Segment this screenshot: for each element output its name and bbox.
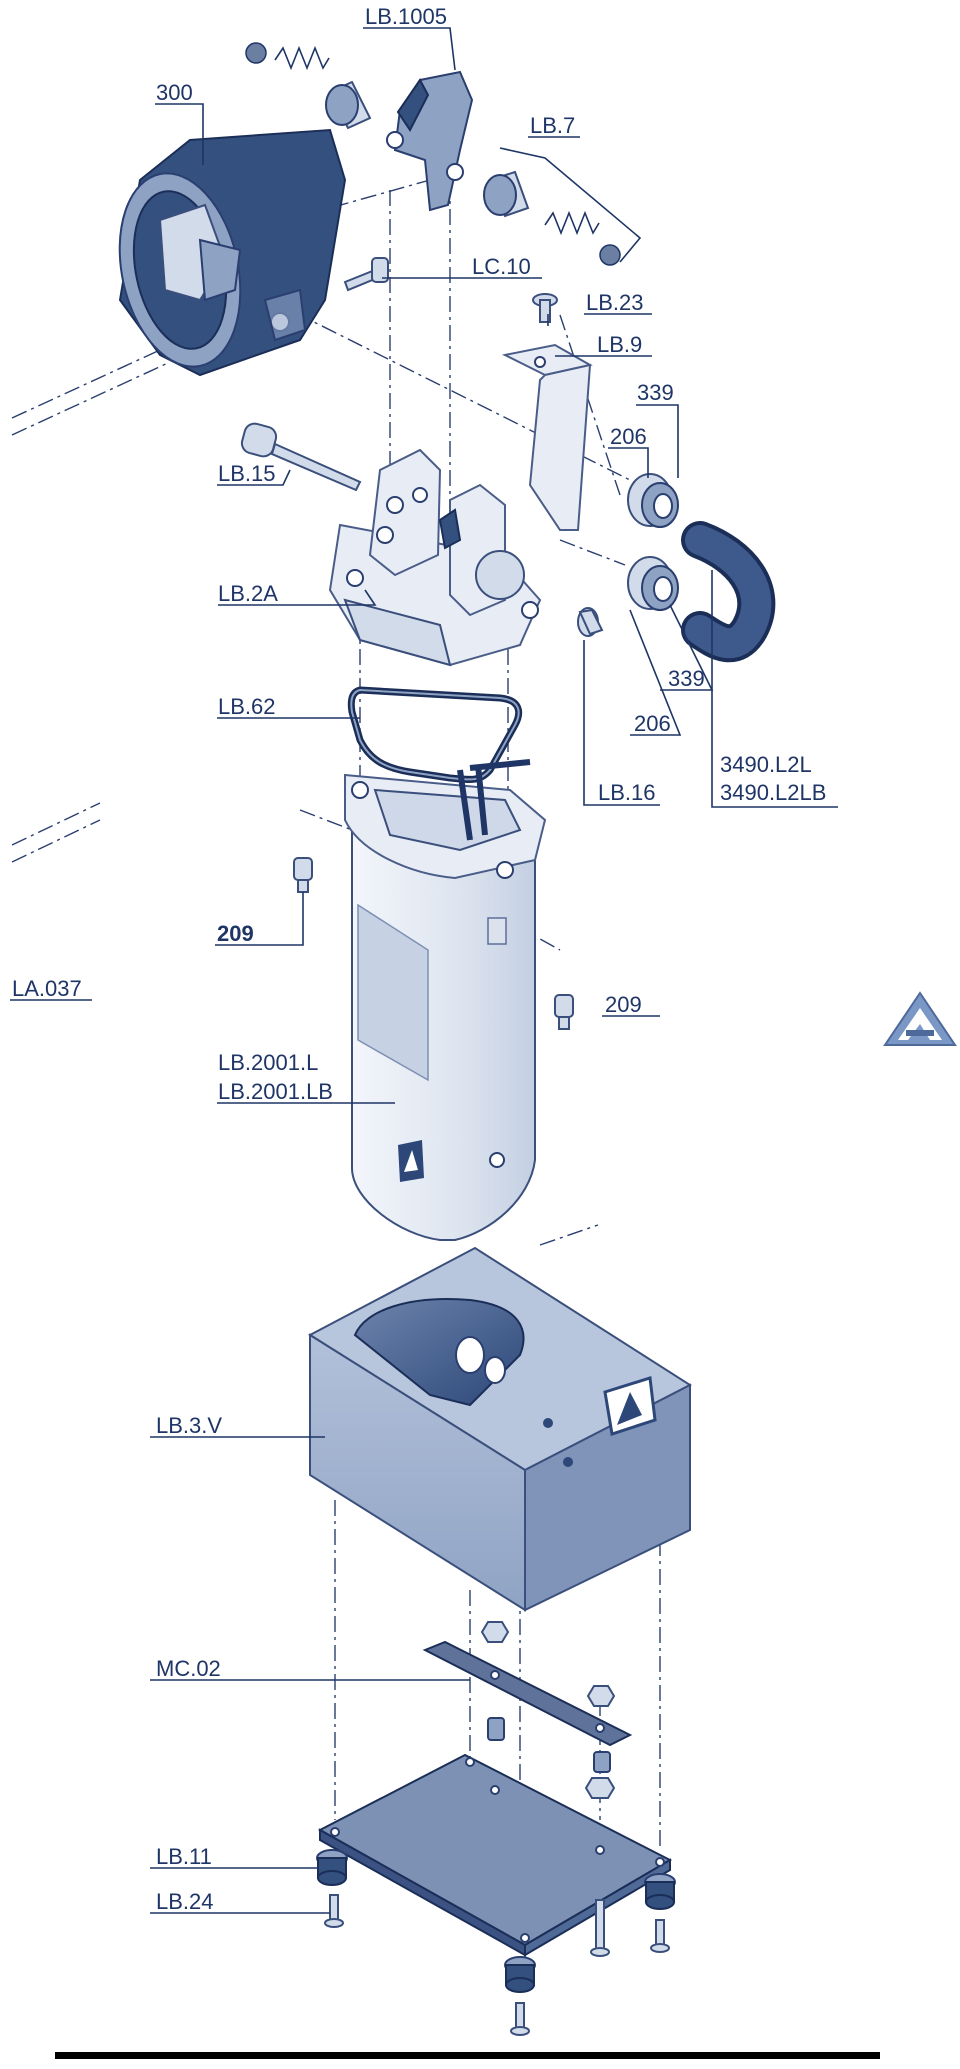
label-lb11: LB.11 — [156, 1844, 212, 1869]
part-lb24-screws — [324, 1894, 670, 2036]
label-lb1005: LB.1005 — [365, 4, 447, 29]
label-lb2a: LB.2A — [218, 581, 278, 606]
part-lb7-spring-assembly — [245, 42, 642, 266]
label-lb24: LB.24 — [156, 1889, 214, 1914]
label-lb2001lb: LB.2001.LB — [218, 1079, 333, 1104]
label-lb3v: LB.3.V — [156, 1413, 222, 1438]
label-300: 300 — [156, 80, 193, 105]
label-3490-l2lb: 3490.L2LB — [720, 780, 826, 805]
label-lb15: LB.15 — [218, 461, 276, 486]
part-lb9-bracket — [501, 343, 593, 531]
part-lb2001-tank — [344, 759, 547, 1241]
label-339-top: 339 — [637, 380, 674, 405]
label-lb62: LB.62 — [218, 694, 276, 719]
label-206-top: 206 — [610, 424, 647, 449]
label-lb9: LB.9 — [597, 332, 642, 357]
part-base-plate — [317, 1753, 673, 1957]
callout-labels: LB.1005 300 LB.7 LC.10 LB.23 LB.9 339 20… — [12, 4, 826, 1914]
part-lb1005-arm — [386, 70, 474, 212]
part-lb62-gasket — [347, 686, 523, 784]
part-300-housing — [118, 128, 347, 377]
label-lb23: LB.23 — [586, 290, 644, 315]
label-209-right: 209 — [605, 992, 642, 1017]
tank-logo-icon — [398, 1140, 424, 1182]
label-209-left: 209 — [217, 921, 254, 946]
brand-logo-icon — [883, 991, 957, 1046]
part-lb15-pin — [240, 422, 362, 492]
bottom-rule — [55, 2052, 880, 2059]
part-206-339-fittings — [627, 473, 679, 611]
label-mc02: MC.02 — [156, 1656, 221, 1681]
label-la037: LA.037 — [12, 976, 82, 1001]
label-339-bottom: 339 — [668, 666, 705, 691]
part-3490-tube — [681, 521, 776, 663]
label-lb2001l: LB.2001.L — [218, 1050, 318, 1075]
part-lb11-feet — [316, 1849, 676, 1993]
part-lc10-screw — [343, 257, 389, 292]
label-lc10: LC.10 — [472, 254, 531, 279]
part-lb23-screw — [532, 293, 558, 323]
part-lb16-plug — [577, 607, 604, 637]
part-lb3v-cabinet — [307, 1246, 693, 1612]
label-lb7: LB.7 — [530, 113, 575, 138]
part-lb2a-head — [328, 448, 542, 667]
label-lb16: LB.16 — [598, 780, 656, 805]
label-206-bottom: 206 — [634, 711, 671, 736]
label-3490-l2l: 3490.L2L — [720, 752, 812, 777]
leader-lines — [10, 27, 838, 1914]
part-209-screws — [293, 857, 574, 1030]
part-mc02-plate — [422, 1621, 633, 1799]
